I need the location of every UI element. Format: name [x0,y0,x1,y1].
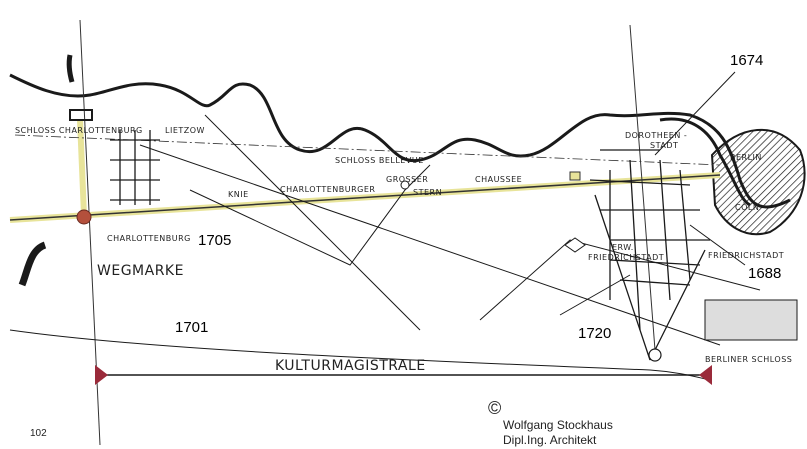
schloss-charlottenburg-building [69,109,93,121]
round-square-marker [648,348,662,362]
label-schloss-bellevue: SCHLOSS BELLEVUE [335,156,424,165]
label-charlottenburger: CHARLOTTENBURGER [280,185,376,194]
north-south-line [629,24,656,351]
label-erw-friedrichstadt: FRIEDRICHSTADT [588,253,664,262]
lake [66,54,75,83]
charlottenburg-axis-highlight [77,119,87,216]
label-year-1701: 1701 [175,319,208,336]
wegmarke-marker [76,209,92,225]
east-west-axis [9,174,721,221]
label-year-1674: 1674 [730,52,763,69]
arrow-left-marker [95,365,108,385]
copyright-symbol: © [488,398,502,418]
grosser-stern-marker [400,180,410,190]
havel-river [18,241,47,287]
credit-title: Dipl.Ing. Architekt [503,433,597,447]
label-berlin: BERLIN [730,153,762,162]
label-berliner-schloss: BERLINER SCHLOSS [705,355,792,364]
label-year-1720: 1720 [578,325,611,342]
page-number: 102 [30,428,47,439]
roads [139,114,761,346]
label-schloss-charlottenburg: SCHLOSS CHARLOTTENBURG [15,126,143,135]
berlin-coelln-area [710,128,806,236]
label-chaussee: CHAUSSEE [475,175,522,184]
leader-lines [559,71,746,316]
label-lietzow: LIETZOW [165,126,205,135]
octagon-square-marker [564,237,586,253]
label-kulturmagistrale: KULTURMAGISTRALE [275,358,426,374]
credit-author: Wolfgang Stockhaus [503,418,613,432]
river [9,73,791,209]
gate-marker [569,171,581,181]
road [9,329,711,381]
label-grosser: GROSSER [386,175,428,184]
label-year-1688: 1688 [748,265,781,282]
label-stern: STERN [413,188,442,197]
label-coelln: CÖLN [735,202,759,212]
label-wegmarke: WEGMARKE [97,263,184,279]
label-stadt: STADT [650,141,678,150]
label-friedrichstadt: FRIEDRICHSTADT [708,251,784,260]
label-charlottenburg: CHARLOTTENBURG [107,234,191,243]
label-knie: KNIE [228,190,249,199]
berliner-schloss-drawing [704,299,798,341]
label-year-1705: 1705 [198,232,231,249]
arrow-right-marker [699,365,712,385]
label-erw: ERW. [612,243,634,252]
street-grid [110,130,710,361]
label-dorotheen: DOROTHEEN - [625,131,687,140]
